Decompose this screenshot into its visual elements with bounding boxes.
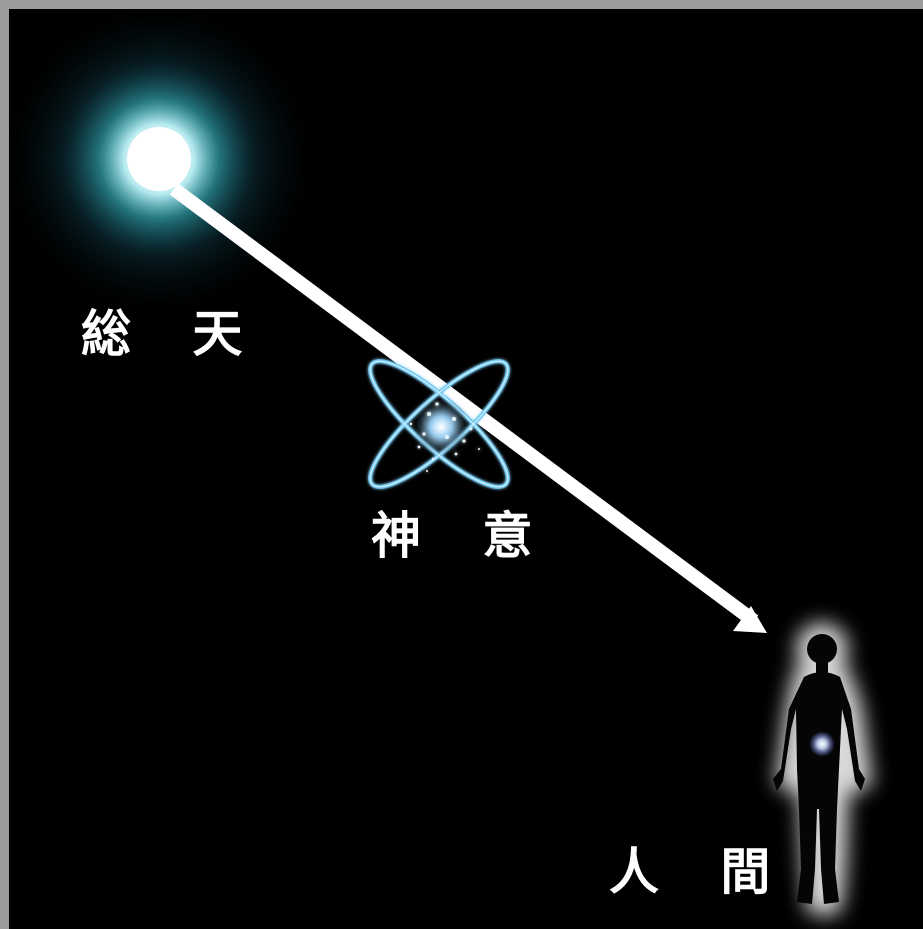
human-label: 人 間 [609, 842, 793, 901]
diagram-svg [9, 9, 872, 915]
diagram-canvas: 総 天 神 意 人 間 [9, 9, 923, 929]
human-silhouette-icon [773, 623, 872, 915]
orbit-cross-icon [368, 359, 510, 489]
heaven-label: 総 天 [81, 304, 265, 363]
glowing-star-icon [9, 9, 319, 319]
descent-arrow [169, 183, 767, 633]
divine-will-label: 神 意 [371, 506, 555, 565]
